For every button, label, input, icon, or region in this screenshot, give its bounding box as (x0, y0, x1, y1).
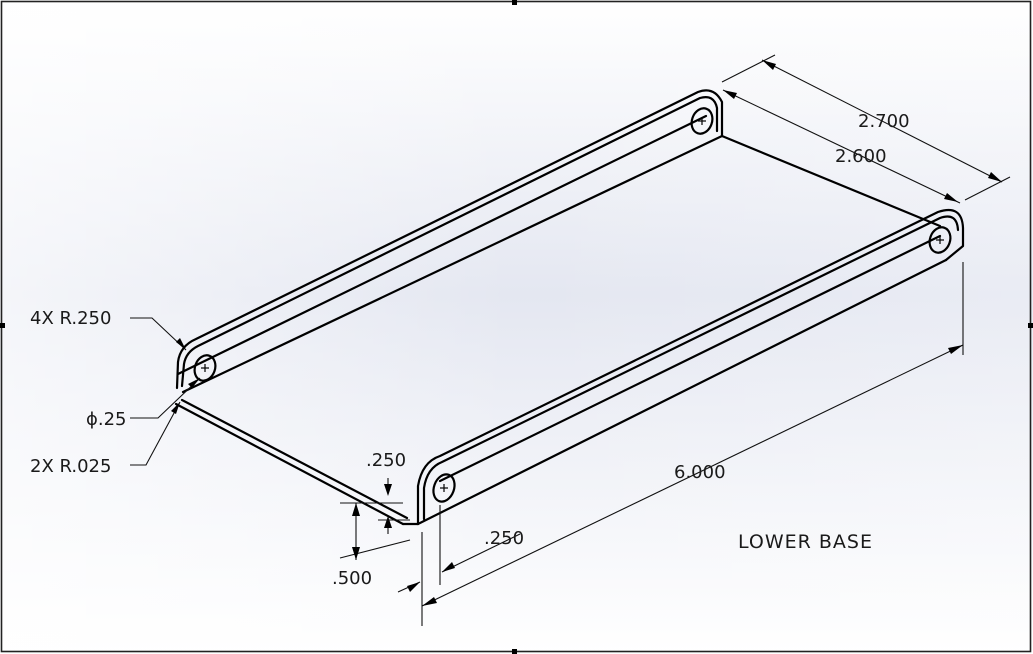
back-flange-bend-line (181, 134, 724, 394)
front-flange-bend-line (438, 234, 942, 483)
callout-hole-diameter[interactable]: ϕ.25 (86, 409, 127, 430)
back-flange-top-edge (176, 114, 708, 376)
dim-hole-offset[interactable]: .250 (484, 528, 524, 549)
dim-inner-width[interactable]: 2.600 (835, 146, 887, 167)
dim-flange-thickness[interactable]: .250 (366, 450, 406, 471)
callout-bend-radius[interactable]: 2X R.025 (30, 456, 111, 477)
handle-left[interactable] (0, 323, 5, 328)
back-flange-inner (180, 96, 719, 388)
hole-front-right (928, 226, 952, 254)
dim-overall-width[interactable]: 2.700 (858, 111, 910, 132)
callout-corner-radius[interactable]: 4X R.250 (30, 308, 111, 329)
hole-back-right (690, 107, 714, 135)
hole-front-left (432, 473, 456, 503)
base-back-edge (720, 134, 942, 228)
front-flange-inner (422, 215, 960, 521)
hole-back-left (193, 354, 217, 382)
dim-flange-height[interactable]: .500 (332, 568, 372, 589)
back-flange-outer (175, 89, 724, 390)
handle-right[interactable] (1028, 323, 1033, 328)
dim-length[interactable]: 6.000 (674, 462, 726, 483)
base-front-edge (174, 402, 405, 526)
front-flange-bottom-edge (416, 258, 948, 526)
handle-top[interactable] (512, 0, 517, 5)
handle-bottom[interactable] (512, 649, 517, 654)
drawing-title: LOWER BASE (738, 531, 873, 553)
dimension-lines (130, 54, 1011, 626)
front-flange-outer (416, 208, 965, 526)
base-front-edge-inner (180, 398, 409, 520)
part-lower-base (174, 89, 965, 526)
